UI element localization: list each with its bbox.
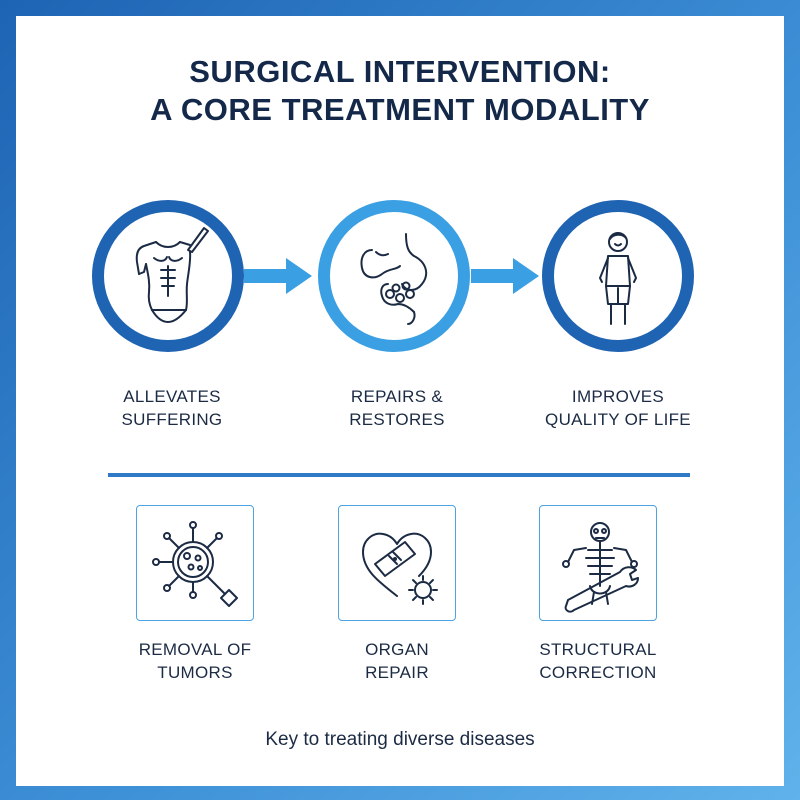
benefit-label-line-2: REPAIR — [365, 663, 429, 682]
page-title-line-1: SURGICAL INTERVENTION: — [189, 54, 611, 89]
digestive-organs-icon — [360, 233, 428, 325]
benefit-label-line-1: STRUCTURAL — [539, 640, 657, 659]
step-label-line-1: ALLEVATES — [123, 387, 221, 406]
section-divider — [108, 473, 690, 477]
tumor-magnifier-icon — [152, 521, 238, 607]
benefit-label-line-2: CORRECTION — [539, 663, 657, 682]
torso-scalpel-icon — [135, 227, 209, 323]
benefit-box-organ-repair — [338, 505, 456, 621]
step-label-line-2: SUFFERING — [121, 410, 223, 429]
step-label-repairs: REPAIRS & RESTORES — [302, 385, 492, 431]
skeleton-wrench-icon — [562, 522, 639, 613]
page-title-line-2: A CORE TREATMENT MODALITY — [150, 92, 650, 127]
benefit-label-structural: STRUCTURAL CORRECTION — [503, 638, 693, 684]
step-circle-improves — [542, 200, 694, 352]
step-label-alleviates: ALLEVATES SUFFERING — [77, 385, 267, 431]
step-label-line-2: RESTORES — [349, 410, 445, 429]
benefit-label-line-1: REMOVAL OF — [138, 640, 252, 659]
step-circle-repairs — [318, 200, 470, 352]
step-label-improves: IMPROVES QUALITY OF LIFE — [523, 385, 713, 431]
arrow-right-icon — [244, 258, 312, 294]
benefit-label-tumors: REMOVAL OF TUMORS — [100, 638, 290, 684]
benefit-box-structural — [539, 505, 657, 621]
step-label-line-2: QUALITY OF LIFE — [545, 410, 691, 429]
step-label-line-1: REPAIRS & — [350, 387, 444, 406]
benefit-label-line-2: TUMORS — [157, 663, 233, 682]
arrow-right-icon — [471, 258, 539, 294]
footer-caption: Key to treating diverse diseases — [265, 729, 535, 750]
benefit-box-tumors — [136, 505, 254, 621]
benefit-label-organ-repair: ORGAN REPAIR — [302, 638, 492, 684]
step-label-line-1: IMPROVES — [571, 387, 665, 406]
benefit-label-line-1: ORGAN — [365, 640, 429, 659]
step-circle-alleviates — [92, 200, 244, 352]
bandaged-heart-gear-icon — [362, 532, 438, 605]
infographic-card: SURGICAL INTERVENTION: A CORE TREATMENT … — [16, 16, 784, 786]
healthy-person-icon — [599, 232, 637, 325]
